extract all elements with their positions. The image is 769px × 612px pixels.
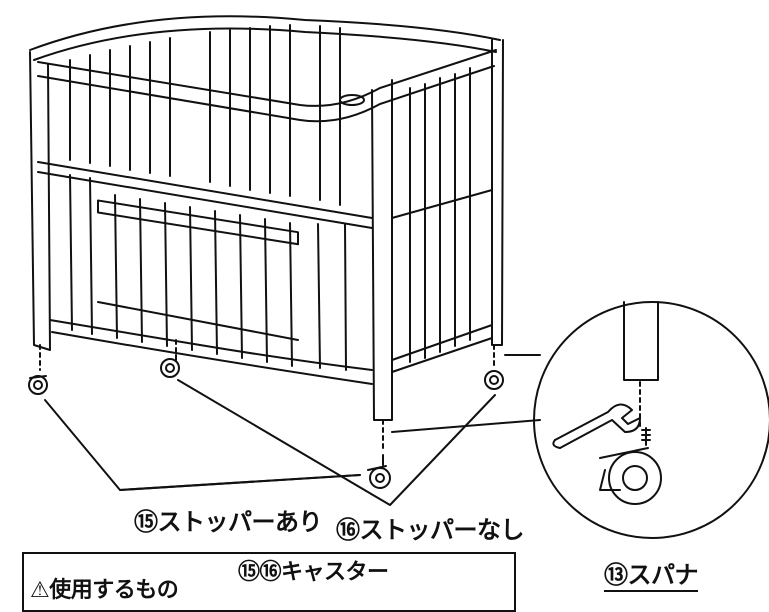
spanner-icon — [554, 403, 641, 449]
crib-assembly-diagram — [28, 15, 769, 539]
caster-front-right — [367, 454, 391, 489]
crib-back-right-post — [491, 39, 504, 346]
crib-front-door — [97, 199, 299, 246]
detail-caster — [599, 447, 662, 505]
label-caster-with-stopper: ⑮ストッパーあり — [134, 508, 323, 536]
caster-middle — [160, 354, 180, 378]
detail-magnifier-circle — [533, 301, 769, 539]
crib-front-top-rail — [37, 49, 497, 107]
detail-post — [623, 301, 659, 381]
caster-left — [28, 375, 48, 395]
crib-lower-slats — [69, 174, 347, 371]
crib-left-post — [29, 51, 51, 351]
crib-bottom-rail — [49, 319, 373, 385]
crib-middle-rail — [37, 161, 373, 229]
crib-side-slats — [409, 67, 471, 363]
leader-line-16 — [177, 379, 496, 506]
crib-front-right-post — [371, 79, 393, 421]
notice-text: ⚠使用するもの — [30, 578, 179, 603]
label-caster-without-stopper: ⑯ストッパーなし — [336, 516, 525, 544]
caster-back-right — [484, 370, 504, 390]
crib-back-slats — [69, 24, 341, 206]
caster-guide-lines — [39, 339, 495, 453]
crib-back-top-rail — [29, 15, 501, 51]
label-spanner: ⑬スパナ — [604, 555, 699, 592]
notice-caster-title: ⑮⑯キャスター — [238, 560, 389, 585]
